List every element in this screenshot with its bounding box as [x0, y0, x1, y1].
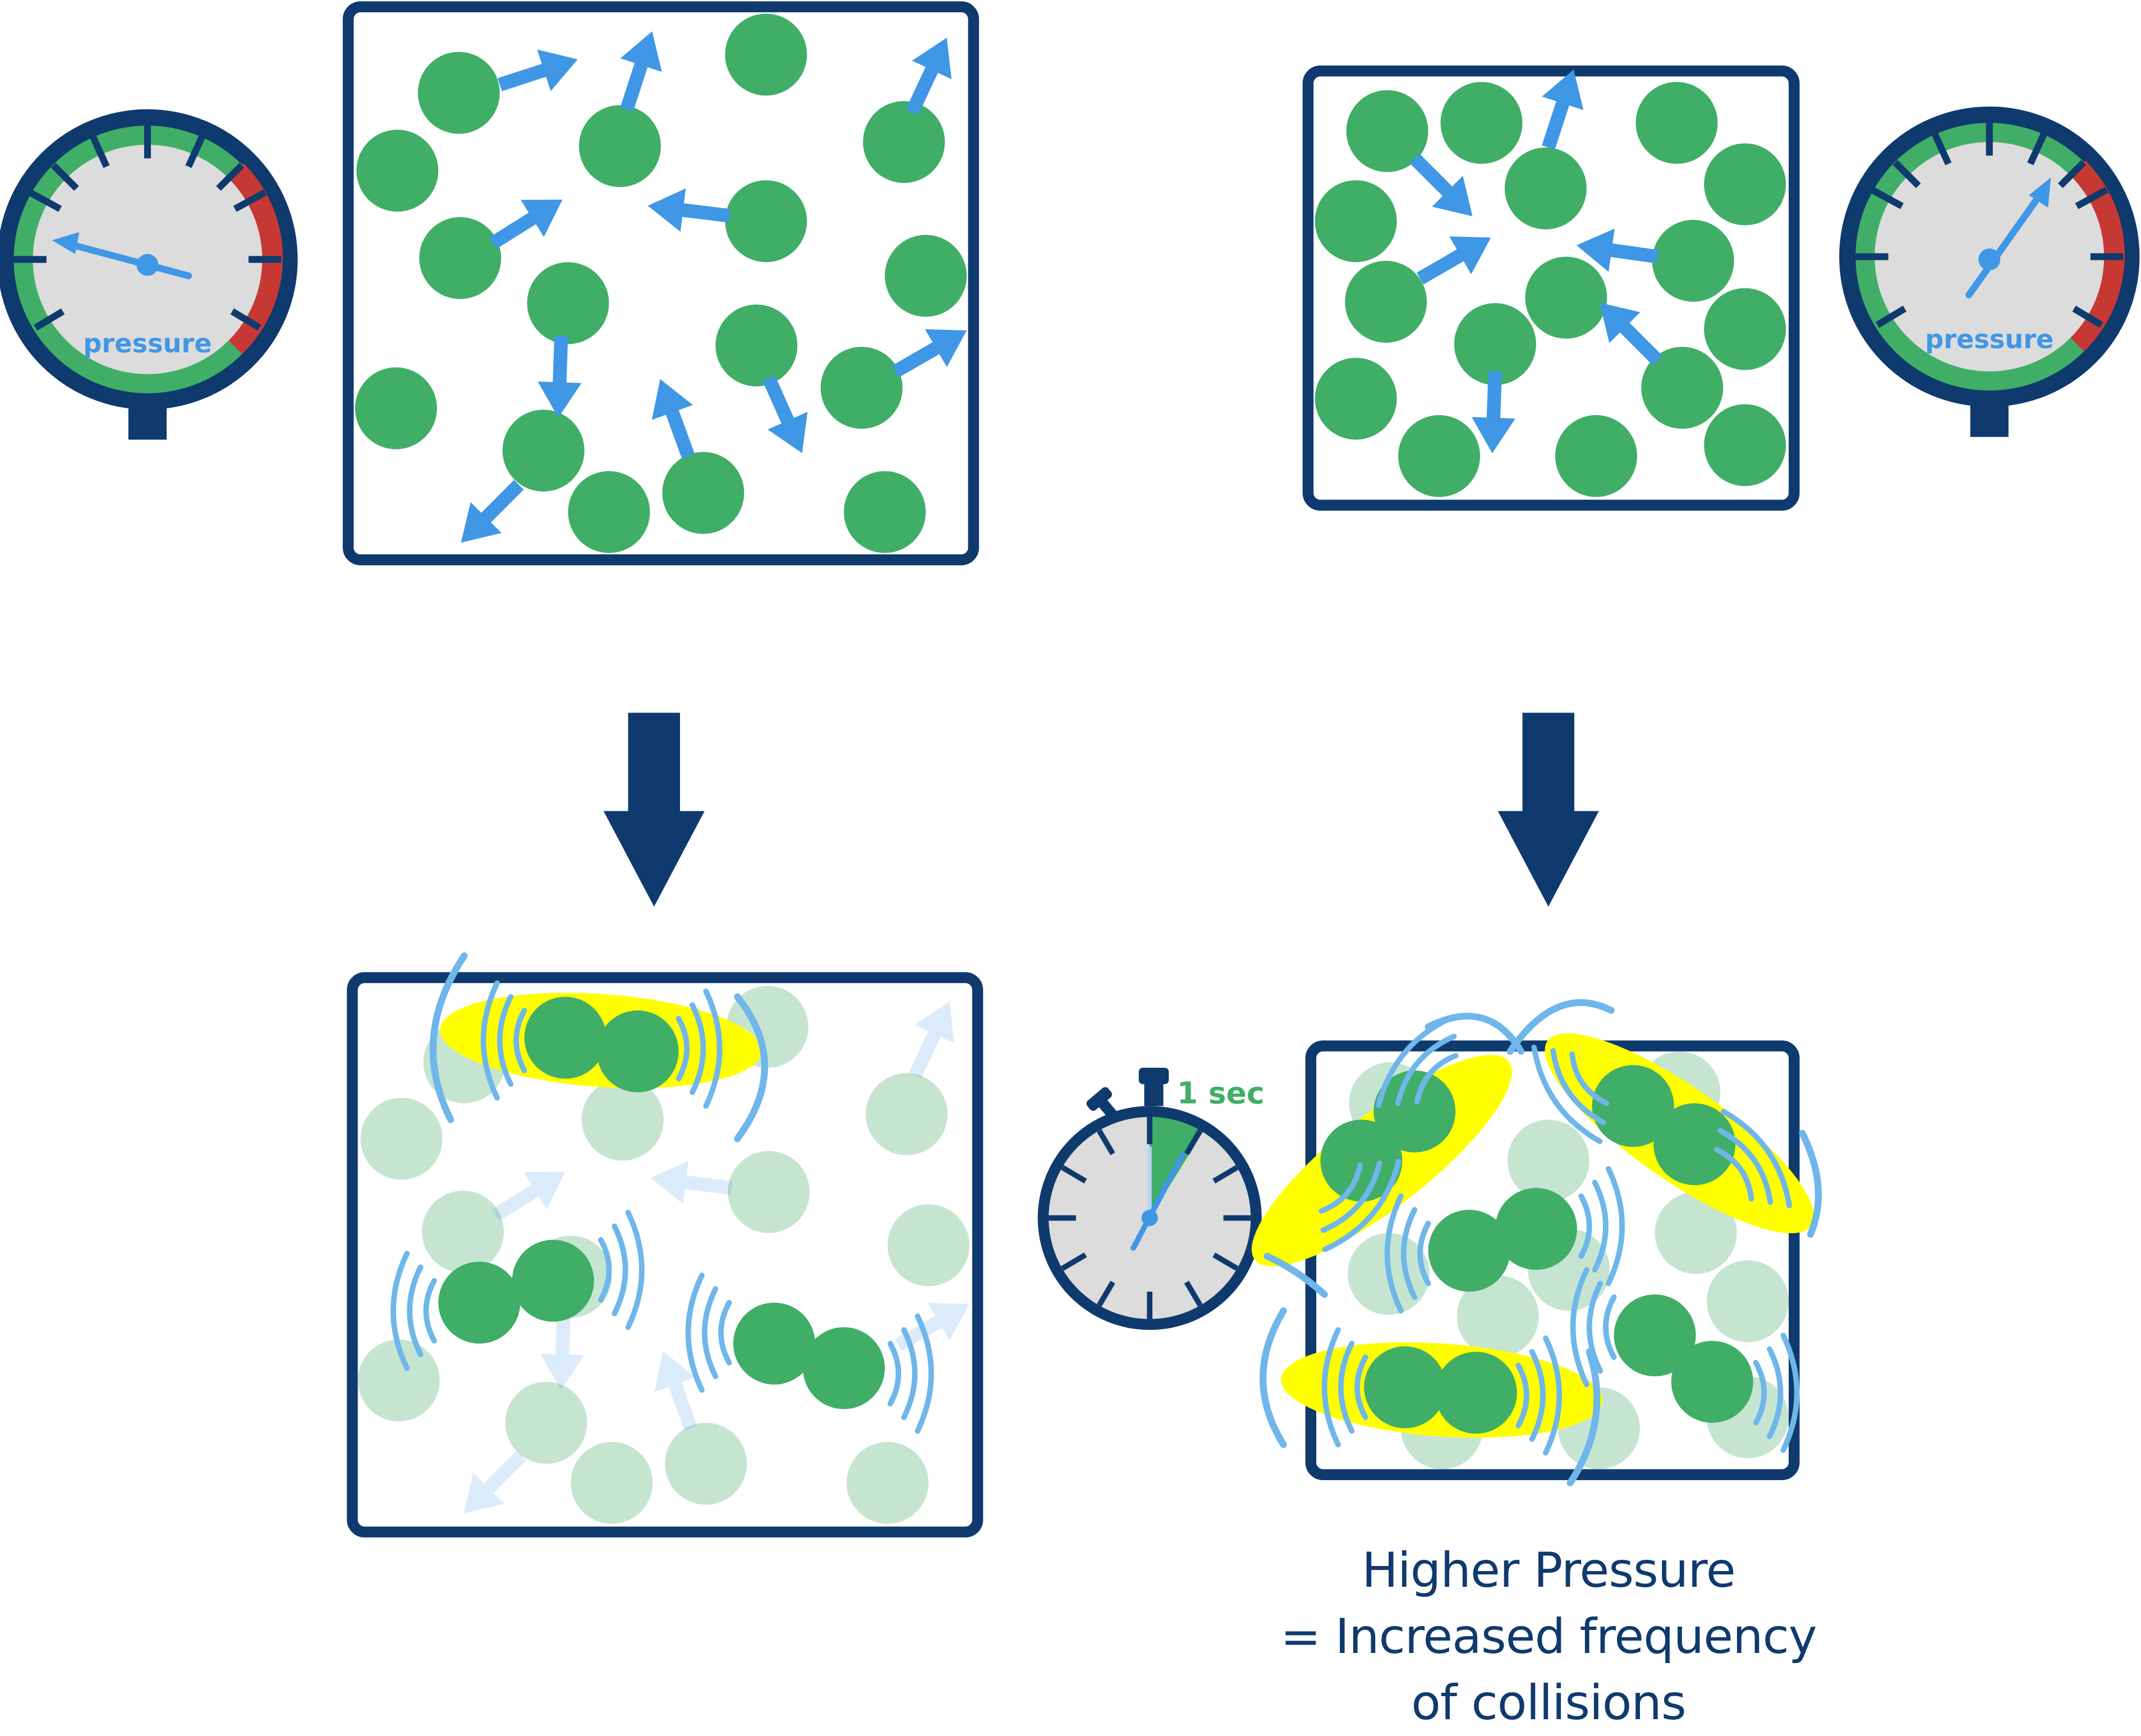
- pressure-gauge-low: pressure: [0, 98, 298, 440]
- container-high-pressure-collisions: [1251, 999, 1822, 1486]
- down-arrow-right: [1497, 713, 1599, 907]
- particle-group: [1315, 82, 1786, 497]
- container-low-pressure-collisions: [347, 952, 984, 1538]
- collision-pair: [1592, 1065, 1736, 1186]
- gauge-left-label: pressure: [83, 328, 212, 359]
- caption-line-3: of collisions: [1411, 1675, 1686, 1731]
- conclusion-caption: Higher Pressure = Increased frequency of…: [1223, 1537, 1874, 1736]
- collision-pair: [1428, 1188, 1577, 1292]
- container-low-pressure: [342, 1, 979, 566]
- pressure-gauge-high: pressure: [1839, 95, 2140, 437]
- collision-pair: [524, 996, 679, 1092]
- faded-particles: [357, 986, 970, 1524]
- particle-group: [355, 13, 967, 553]
- stopwatch-label: 1 sec: [1177, 1075, 1265, 1110]
- caption-line-2: = Increased frequency: [1280, 1609, 1817, 1665]
- down-arrow-left: [603, 713, 705, 907]
- stopwatch-icon: 1 sec: [1037, 1068, 1265, 1330]
- gauge-right-label: pressure: [1925, 324, 2053, 355]
- collision-pair: [733, 1302, 885, 1409]
- collision-pair: [1320, 1070, 1456, 1202]
- collision-pair: [438, 1239, 594, 1344]
- container-high-pressure: [1302, 62, 1800, 511]
- collision-pair: [1364, 1346, 1517, 1434]
- caption-line-1: Higher Pressure: [1362, 1542, 1735, 1599]
- collision-pair: [1614, 1294, 1753, 1423]
